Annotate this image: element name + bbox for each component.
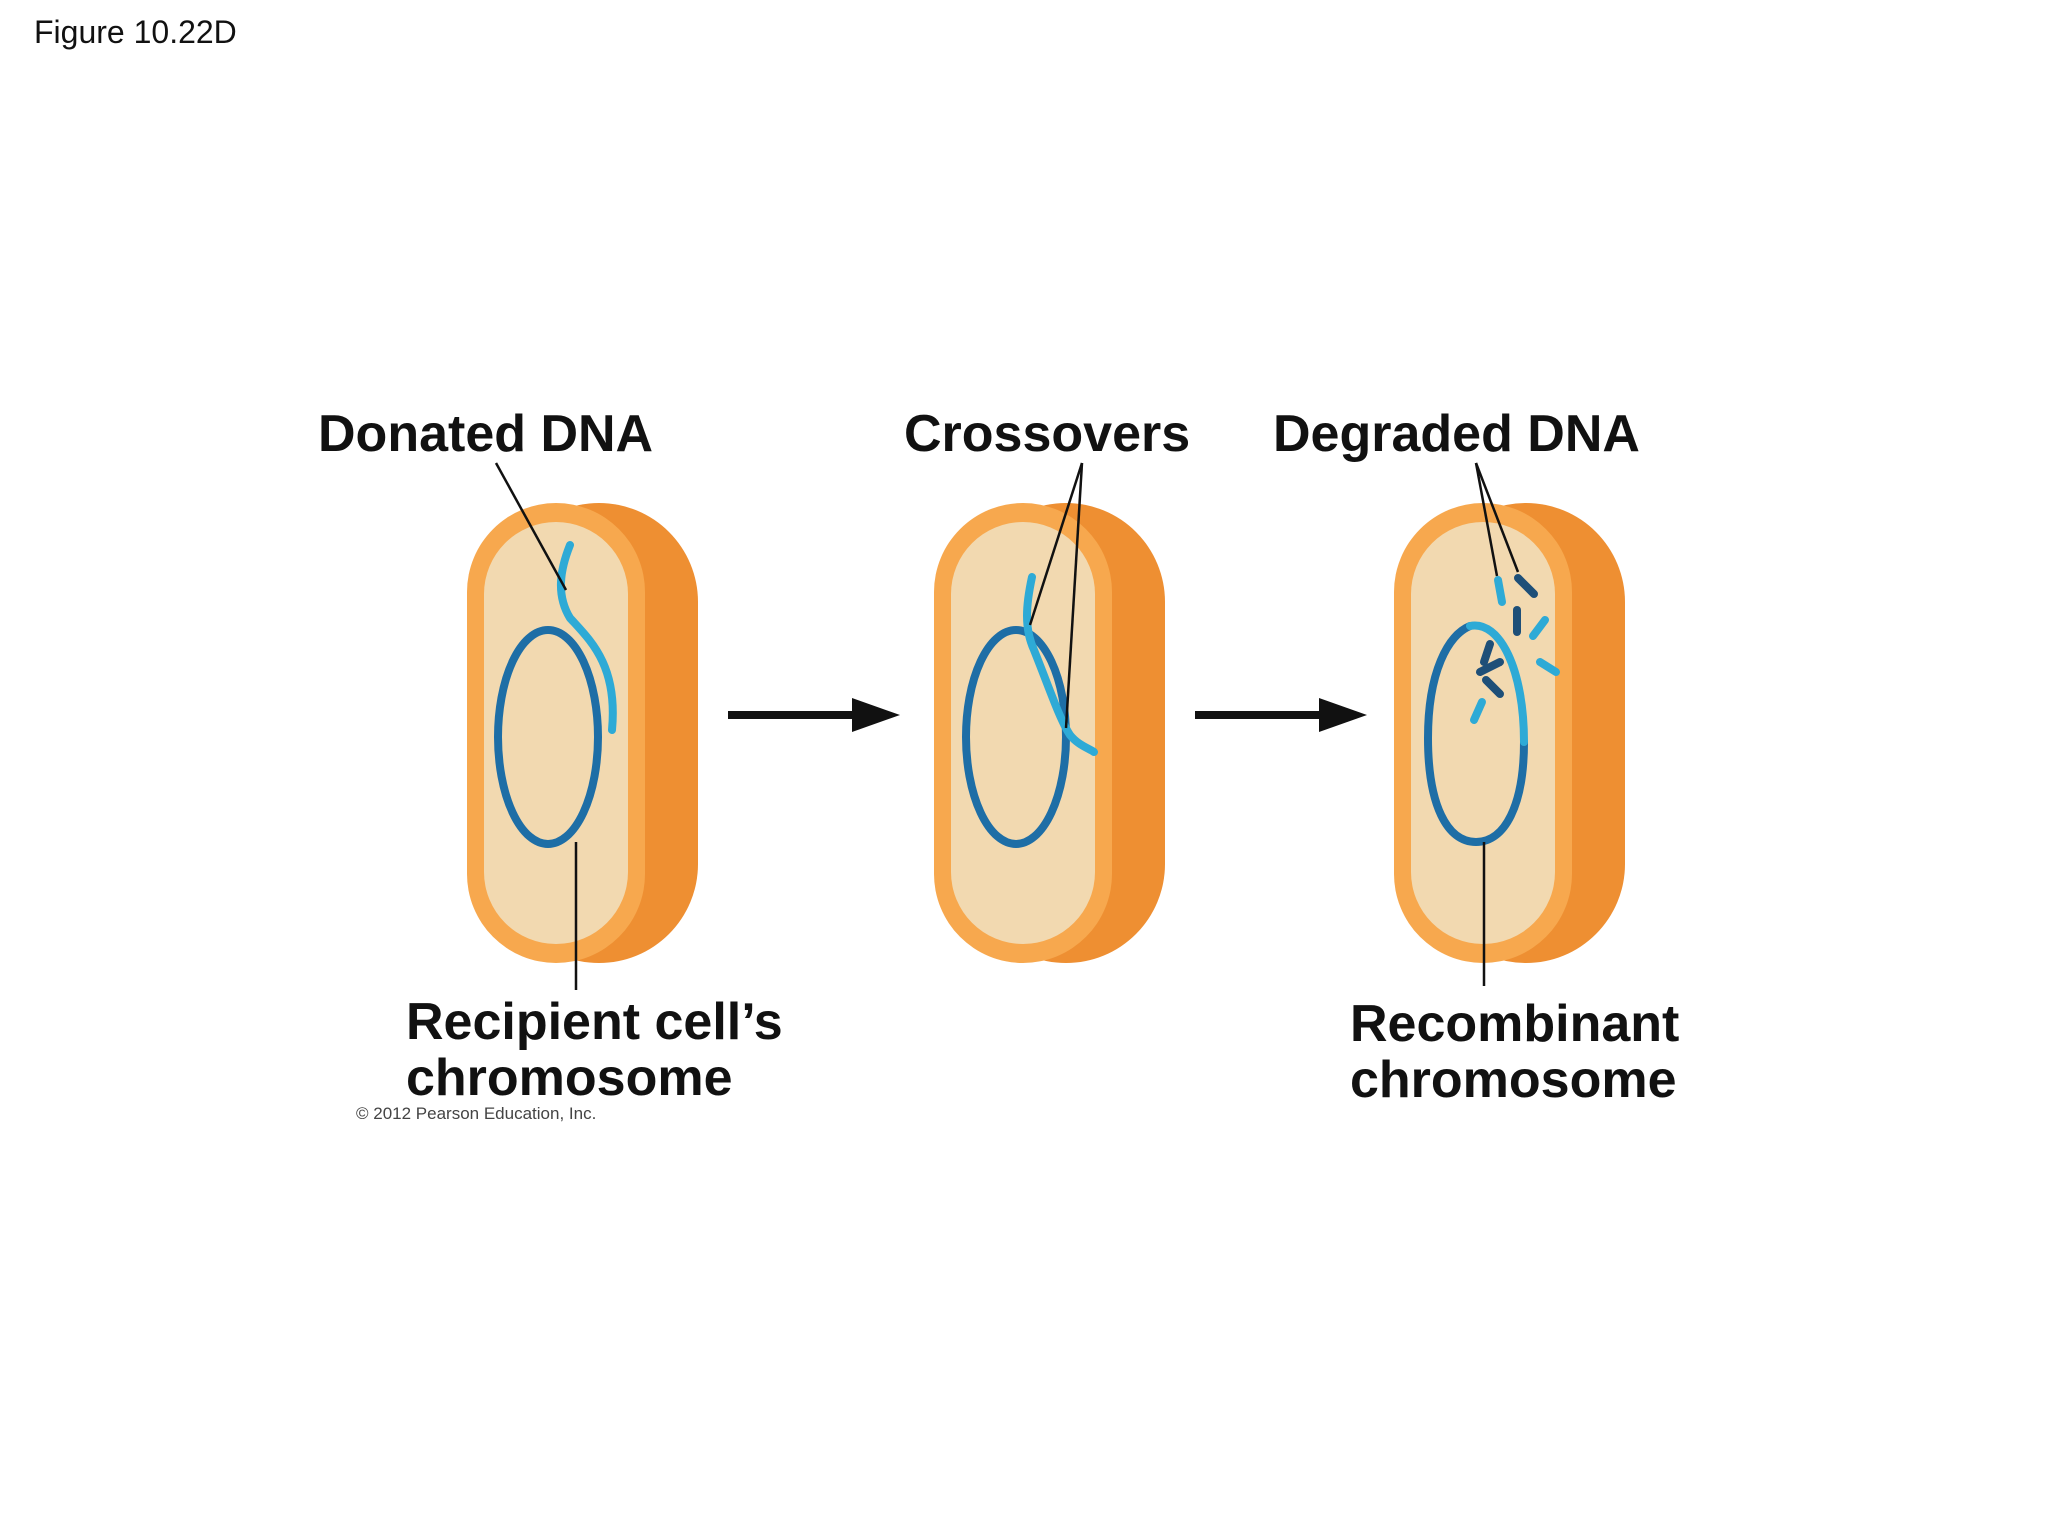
label-crossovers: Crossovers [904, 405, 1191, 463]
cell-1 [467, 503, 698, 963]
degraded-dna-fragments [1470, 574, 1560, 724]
leader-degraded-1 [1474, 462, 1499, 577]
cell-2-chromosome [962, 626, 1070, 848]
label-donated-dna: Donated DNA [318, 405, 654, 463]
cell-1-chromosome [494, 626, 602, 848]
label-degraded-dna: Degraded DNA [1273, 405, 1640, 463]
leader-donated-dna [494, 462, 568, 591]
cell-1-cytoplasm [484, 522, 628, 944]
cell-3-chromosome-original [1423, 622, 1528, 847]
cell-2-donated-dna [1023, 573, 1098, 756]
label-recombinant-chromosome-line2: chromosome [1350, 1051, 1677, 1109]
cell-2 [934, 503, 1165, 963]
cell-1-donated-dna [556, 541, 617, 734]
copyright-notice: © 2012 Pearson Education, Inc. [356, 1104, 597, 1123]
leader-crossover-1 [1028, 462, 1084, 626]
cell-3 [1394, 503, 1625, 963]
leader-crossover-2 [1064, 462, 1084, 729]
label-recombinant-chromosome-line1: Recombinant [1350, 995, 1680, 1053]
label-recipient-chromosome-line1: Recipient cell’s [406, 993, 783, 1051]
arrow-2 [1195, 698, 1367, 732]
cell-2-cytoplasm [951, 522, 1095, 944]
leader-degraded-2 [1474, 462, 1520, 573]
arrow-1 [728, 698, 900, 732]
cell-3-chromosome-integrated [1466, 621, 1528, 746]
label-recipient-chromosome-line2: chromosome [406, 1049, 733, 1107]
figure-label: Figure 10.22D [34, 14, 237, 50]
leader-lines [494, 462, 1520, 990]
